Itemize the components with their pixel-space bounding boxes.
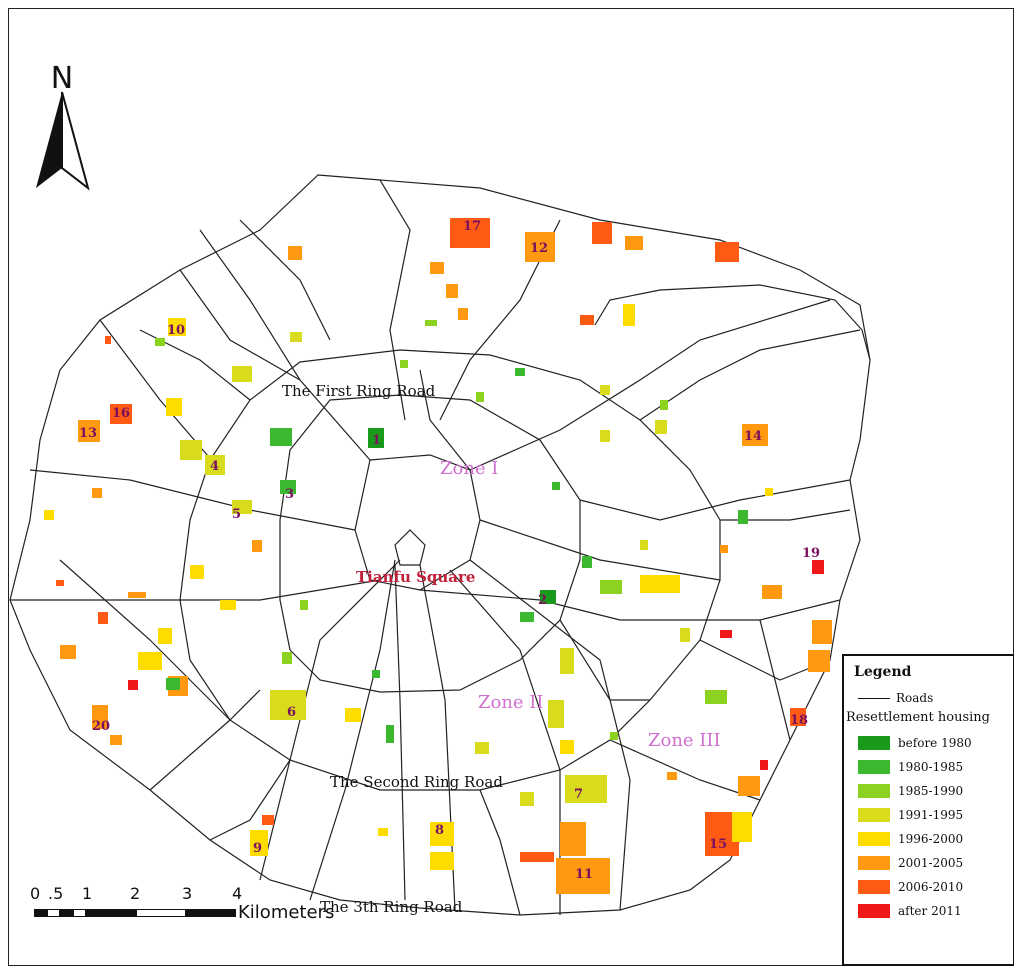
site-number: 5: [232, 507, 241, 522]
scale-segment: [186, 909, 236, 917]
legend-swatch: [858, 832, 890, 846]
site-number: 1: [372, 433, 381, 448]
tianfu-square-label: Tianfu Square: [356, 568, 475, 586]
legend-item: 1991-1995: [858, 808, 963, 822]
site-number: 19: [802, 546, 820, 561]
third-ring-road-label: The 3th Ring Road: [320, 898, 463, 916]
road-line-swatch: [858, 697, 890, 699]
legend-item: after 2011: [858, 904, 962, 918]
legend-item-label: 2006-2010: [898, 880, 964, 894]
zone-1-label: Zone I: [440, 458, 498, 479]
site-numbers: 1 2 3 4 5 6 7 8 9 10 11 12 13 14 15 16 1…: [79, 219, 820, 882]
legend-swatch: [858, 880, 890, 894]
scale-tick: 3: [182, 884, 193, 903]
site-number: 15: [709, 837, 727, 852]
legend-swatch: [858, 784, 890, 798]
legend-item-label: 1996-2000: [898, 832, 964, 846]
legend-item-label: 1991-1995: [898, 808, 964, 822]
scale-segment: [60, 909, 73, 917]
first-ring-road-label: The First Ring Road: [282, 382, 436, 400]
site-number: 16: [112, 406, 130, 421]
legend-swatch: [858, 904, 890, 918]
legend-item-label: 2001-2005: [898, 856, 964, 870]
site-number: 4: [210, 459, 219, 474]
first-ring-road: [279, 394, 581, 693]
zone-2-label: Zone II: [478, 692, 544, 713]
site-number: 20: [92, 719, 110, 734]
second-ring-road-label: The Second Ring Road: [330, 773, 503, 791]
scale-segment: [47, 909, 60, 917]
legend-swatch: [858, 808, 890, 822]
north-arrow-icon: N: [36, 61, 90, 191]
scale-tick: 1: [82, 884, 93, 903]
legend-roads-label: Roads: [896, 691, 934, 705]
scale-segment: [86, 909, 136, 917]
site-number: 12: [530, 241, 548, 256]
site-number: 6: [287, 705, 296, 720]
legend-swatch: [858, 856, 890, 870]
site-number: 2: [538, 593, 547, 608]
site-number: 9: [253, 841, 262, 856]
scale-tick: .5: [48, 884, 64, 903]
site-number: 3: [285, 487, 294, 502]
legend-swatch: [858, 760, 890, 774]
scale-bar: 0 .5 1 2 3 4 Kilometers: [30, 884, 350, 924]
road-network: [9, 174, 871, 916]
site-number: 17: [463, 219, 481, 234]
site-number: 7: [574, 787, 583, 802]
site-number: 11: [575, 867, 593, 882]
scale-tick: 4: [232, 884, 243, 903]
site-number: 10: [167, 323, 185, 338]
map-frame: [8, 8, 1014, 966]
housing-parcels: [44, 218, 832, 894]
legend-item: before 1980: [858, 736, 972, 750]
scale-segment: [73, 909, 86, 917]
site-number: 13: [79, 426, 97, 441]
legend-panel: Legend Roads Resettlement housing before…: [842, 654, 1014, 966]
scale-tick: 0: [30, 884, 41, 903]
site-number: 14: [744, 429, 762, 444]
legend-swatch: [858, 736, 890, 750]
legend-subtitle: Resettlement housing: [846, 710, 990, 725]
legend-item-label: 1980-1985: [898, 760, 964, 774]
legend-item-label: before 1980: [898, 736, 972, 750]
scale-unit: Kilometers: [238, 902, 335, 923]
zone-3-label: Zone III: [648, 730, 721, 751]
scale-tick: 2: [130, 884, 141, 903]
legend-item-label: after 2011: [898, 904, 962, 918]
legend-item-label: 1985-1990: [898, 784, 964, 798]
legend-item: 1985-1990: [858, 784, 963, 798]
scale-segment: [34, 909, 47, 917]
north-label: N: [51, 61, 73, 96]
site-number: 18: [790, 713, 808, 728]
legend-item: 1996-2000: [858, 832, 963, 846]
legend-item: 1980-1985: [858, 760, 963, 774]
legend-item: 2001-2005: [858, 856, 963, 870]
legend-item: 2006-2010: [858, 880, 963, 894]
second-ring-road: [179, 349, 721, 791]
legend-roads-entry: Roads: [858, 691, 933, 705]
site-number: 8: [435, 823, 444, 838]
legend-title: Legend: [854, 664, 912, 680]
scale-segment: [136, 909, 186, 917]
